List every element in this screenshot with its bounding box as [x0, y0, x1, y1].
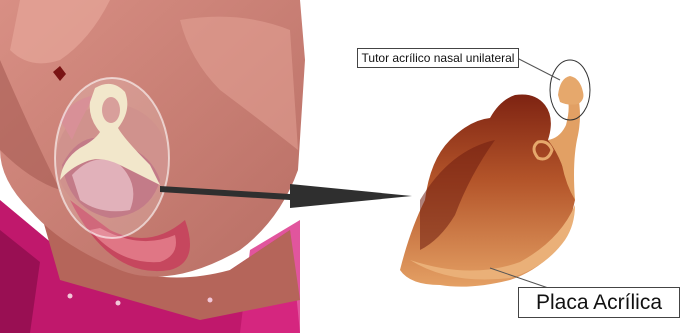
label-nasal-stent: Tutor acrílico nasal unilateral: [357, 48, 519, 68]
label-acrylic-plate: Placa Acrílica: [518, 287, 680, 318]
stent-tip: [558, 76, 583, 105]
patient-face-illustration: [0, 0, 305, 333]
magnifier-circle: [55, 78, 169, 238]
acrylic-plate-illustration: [400, 60, 590, 287]
leader-line-nasal: [517, 58, 560, 80]
